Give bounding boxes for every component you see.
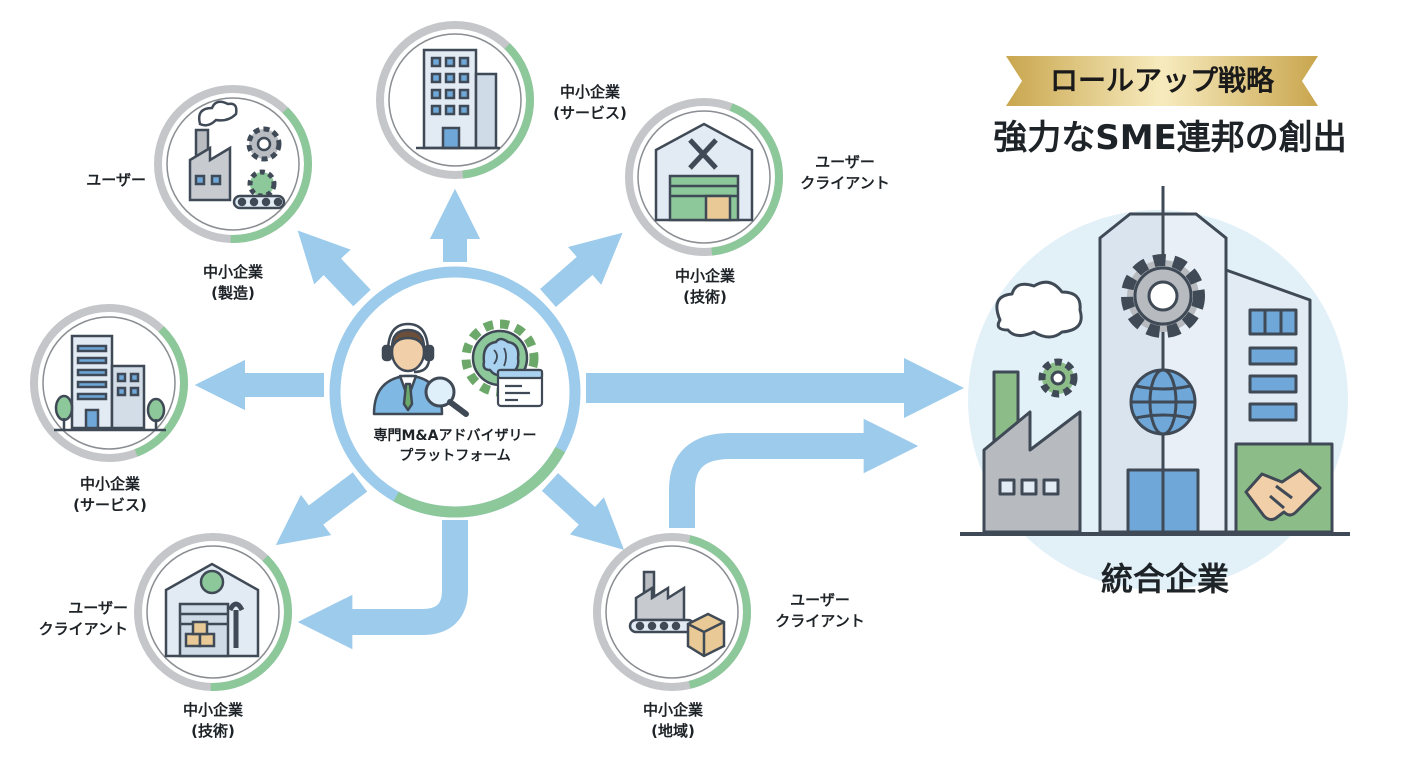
integrated-enterprise-label: 統合企業 [1100, 560, 1229, 598]
node-mid-left [30, 304, 188, 462]
node-bottom-mid [593, 533, 751, 691]
advisor-headset-icon [372, 322, 444, 416]
node-top-label: 中小企業 (サービス) [530, 82, 650, 124]
warehouse-tools-icon [654, 122, 754, 222]
banner-label: ロールアップ戦略 [1049, 64, 1274, 97]
hub-arrows [194, 188, 964, 650]
node-top-name: 中小企業 [559, 83, 620, 101]
node-bottom-left-side-label: ユーザー クライアント [20, 598, 128, 640]
hub-label-line-1: 専門M&Aアドバイザリー [373, 428, 537, 444]
node-top-left-category: (製造) [211, 284, 255, 302]
node-bottom-mid-side-2: クライアント [775, 612, 865, 630]
node-mid-left-name: 中小企業 [79, 475, 140, 493]
node-top-left [154, 85, 312, 243]
office-building-icon [416, 48, 500, 150]
buildings-trees-icon [54, 334, 166, 432]
gear-icon [1038, 358, 1078, 398]
node-bottom-left [134, 533, 292, 691]
page-title: 強力なSME連邦の創出 [993, 118, 1347, 158]
arrow-hub-down-curve [297, 520, 468, 650]
factory-gears-icon [188, 100, 286, 210]
arrow-to-top-right [540, 232, 623, 308]
node-bottom-mid-name: 中小企業 [642, 701, 703, 719]
node-mid-left-label: 中小企業 (サービス) [50, 474, 170, 516]
factory-icon [982, 280, 1083, 534]
node-bottom-mid-label: 中小企業 (地域) [618, 700, 728, 742]
warehouse-wrench-icon [164, 562, 260, 658]
node-bottom-mid-category: (地域) [651, 722, 695, 740]
node-top-right-name: 中小企業 [674, 267, 735, 285]
node-bottom-left-side-1: ユーザー [68, 599, 128, 617]
arrow-to-top-left [297, 230, 371, 307]
node-top-right-side-2: クライアント [800, 174, 890, 192]
node-top-right-label: 中小企業 (技術) [650, 266, 760, 308]
node-bottom-left-category: (技術) [191, 722, 235, 740]
integrated-enterprise-illustration [960, 186, 1350, 590]
node-top-category: (サービス) [553, 104, 627, 122]
node-bottom-left-name: 中小企業 [182, 701, 243, 719]
node-top-right-side-1: ユーザー [815, 153, 875, 171]
arrow-to-bottom-mid [541, 473, 625, 550]
hub-label-line-2: プラットフォーム [399, 448, 511, 464]
node-top-left-name: 中小企業 [202, 263, 263, 281]
node-mid-left-category: (サービス) [73, 496, 147, 514]
node-top [376, 21, 534, 179]
code-window-icon [496, 368, 544, 408]
strategy-banner: ロールアップ戦略 [1006, 56, 1318, 106]
arrow-bottom-mid-to-result [669, 418, 919, 528]
handshake-icon [1234, 442, 1334, 534]
magnifier-icon [424, 376, 469, 417]
conveyor-factory-icon [628, 570, 726, 658]
node-top-left-label: 中小企業 (製造) [178, 262, 288, 304]
node-bottom-left-label: 中小企業 (技術) [158, 700, 268, 742]
hub-circle [329, 266, 581, 518]
node-top-right-side-label: ユーザー クライアント [785, 152, 905, 194]
large-gear-icon [1121, 254, 1205, 338]
node-bottom-mid-side-1: ユーザー [790, 591, 850, 609]
node-top-left-side-label: ユーザー [86, 171, 146, 189]
gold-ribbon [1006, 56, 1318, 106]
node-top-right [625, 98, 783, 256]
node-bottom-mid-side-label: ユーザー クライアント [760, 590, 880, 632]
node-top-right-category: (技術) [683, 288, 727, 306]
node-bottom-left-side-2: クライアント [38, 620, 128, 638]
globe-icon [1129, 368, 1197, 436]
hub-label: 専門M&Aアドバイザリー プラットフォーム [345, 426, 565, 466]
arrow-to-bottom-left [275, 472, 368, 546]
